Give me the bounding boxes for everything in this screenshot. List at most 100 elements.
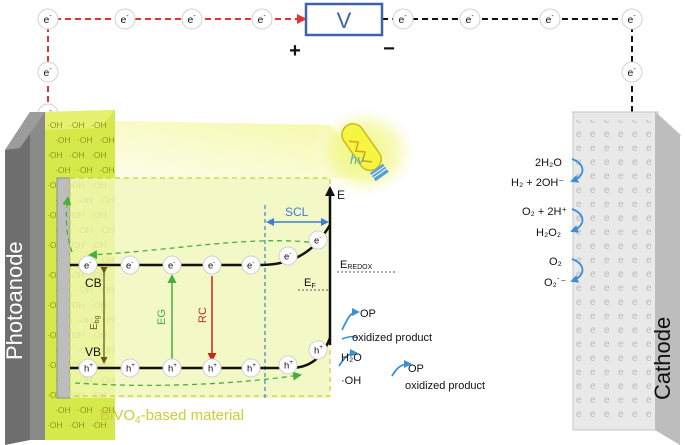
water-label: H₂O (341, 352, 362, 364)
vb-hole-circle (162, 358, 182, 378)
cathode-label: Cathode (650, 317, 675, 400)
surface-oh-label: ·OH (91, 120, 107, 130)
lamp-bulb (341, 123, 389, 182)
surface-oh-label: ·OH (99, 405, 115, 415)
surface-oh-label: ·OH (91, 420, 107, 430)
wire-electron-circle (251, 8, 273, 30)
electron-collection-arrow (62, 196, 73, 253)
wire-electron-circle (621, 61, 643, 83)
rc-label: RC (197, 307, 209, 323)
cb-electron-label: e- (168, 259, 175, 272)
wire-electron: e- (114, 8, 136, 30)
surface-oh-label: ·OH (47, 120, 63, 130)
wire-electron: e- (621, 8, 643, 30)
cb-electron: e- (308, 230, 328, 250)
op-product-arrow (341, 335, 359, 340)
band-carriers: e-e-e-e-e-e-e-h+h+h+h+h+h+h+ (78, 230, 328, 378)
wire-electron: e- (459, 8, 481, 30)
cathode-reduction-arrow-3 (570, 258, 584, 283)
cb-electron-label: e- (84, 259, 91, 272)
wire-electron-circle (37, 61, 59, 83)
cathode-side (655, 112, 680, 445)
voltmeter-box (304, 2, 384, 37)
cathode-reduction-arrow-1 (570, 158, 584, 183)
wire-electron-label: e- (44, 66, 53, 79)
surface-oh-label: ·OH (99, 135, 115, 145)
photoanode-label: Photoanode (2, 241, 27, 360)
bandgap-label: Ebg (89, 315, 101, 330)
wire-electron-label: e- (546, 13, 555, 26)
vb-hole-circle (120, 358, 140, 378)
vb-hole: h+ (120, 358, 140, 378)
wire-electron-label: e- (628, 66, 637, 79)
vb-hole: h+ (78, 358, 98, 378)
wire-electron: e- (392, 8, 414, 30)
coating-top (45, 110, 115, 130)
oxidized-product-1: oxidized product (352, 332, 432, 344)
cb-electron-circle (78, 255, 98, 275)
surface-oh-label: ·OH (47, 420, 63, 430)
cb-electron: e- (202, 255, 222, 275)
cathode-reactions: 2H₂O H₂ + 2OH⁻ O₂ + 2H⁺ H₂O₂ O₂ O₂˙⁻ (511, 157, 584, 289)
vb-hole: h+ (308, 340, 328, 360)
cb-electron: e- (78, 255, 98, 275)
wire-electron-label: e- (628, 13, 637, 26)
surface-oh-label: ·OH (55, 135, 71, 145)
wire-electron-circle (114, 8, 136, 30)
wire-electrons: e-e-e-e-e-e-e-e-e-e-e- (37, 8, 643, 125)
photoanode-side (5, 112, 30, 445)
wire-electron-circle (181, 8, 203, 30)
cb-electron-circle (120, 255, 140, 275)
positive-terminal: + (289, 40, 301, 62)
light-beam (70, 120, 380, 178)
fermi-label: EF (304, 277, 316, 290)
cb-electron: e- (162, 255, 182, 275)
surface-oh-label: ·OH (69, 150, 85, 160)
scl-label: SCL (285, 205, 309, 219)
cathode-electron-pattern (575, 120, 655, 420)
cb-electron-label: e- (247, 259, 254, 272)
back-contact (56, 177, 71, 399)
wire-electron-circle (392, 8, 414, 30)
surface-oh-label: ·OH (77, 135, 93, 145)
band-diagram: SCL E EREDOX EF CB VB Ebg EG RC e-e-e-e-… (62, 177, 395, 426)
radical-oxidation-arrow (391, 360, 412, 377)
cb-electron-circle (162, 255, 182, 275)
surface-oh-label: ·OH (47, 390, 63, 400)
surface-oh-label: ·OH (77, 165, 93, 175)
wire-electron-label: e- (258, 13, 267, 26)
vb-hole-circle (308, 340, 328, 360)
cathode-reduction-arrow-2 (570, 208, 584, 233)
vb-hole-label: h+ (84, 362, 93, 375)
surface-oh-label: ·OH (99, 165, 115, 175)
vb-hole: h+ (278, 355, 298, 375)
voltmeter-label: V (337, 8, 352, 33)
water-oxidation-arrow (338, 349, 358, 367)
vb-hole-label: h+ (284, 359, 293, 372)
anode-reactions: OP oxidized product H₂O ·OH OP oxidized … (338, 308, 485, 392)
surface-oh-label: ·OH (91, 150, 107, 160)
vb-hole-circle (202, 358, 222, 378)
cb-electron-circle (202, 255, 222, 275)
surface-oh-label: ·OH (47, 360, 63, 370)
oxidized-product-2: oxidized product (405, 380, 485, 392)
surface-oh-label: ·OH (47, 300, 63, 310)
wire-electron-circle (621, 8, 643, 30)
surface-oh-label: ·OH (69, 120, 85, 130)
wire-electron: e- (539, 8, 561, 30)
cathode-reactant-1: 2H₂O (535, 157, 562, 169)
surface-oh-label: ·OH (47, 150, 63, 160)
cathode-product-3: O₂˙⁻ (544, 277, 566, 289)
cathode-product-2: H₂O₂ (536, 227, 561, 239)
energy-axis-label: E (337, 188, 345, 202)
redox-label: EREDOX (340, 259, 373, 271)
surface-oh-label: ·OH (47, 330, 63, 340)
vb-hole: h+ (202, 358, 222, 378)
surface-oh-label: ·OH (69, 420, 85, 430)
wire-electron-label: e- (399, 13, 408, 26)
vb-hole-circle (78, 358, 98, 378)
cb-electron: e- (120, 255, 140, 275)
wire-electron: e- (181, 8, 203, 30)
wire-electron-label: e- (44, 13, 53, 26)
